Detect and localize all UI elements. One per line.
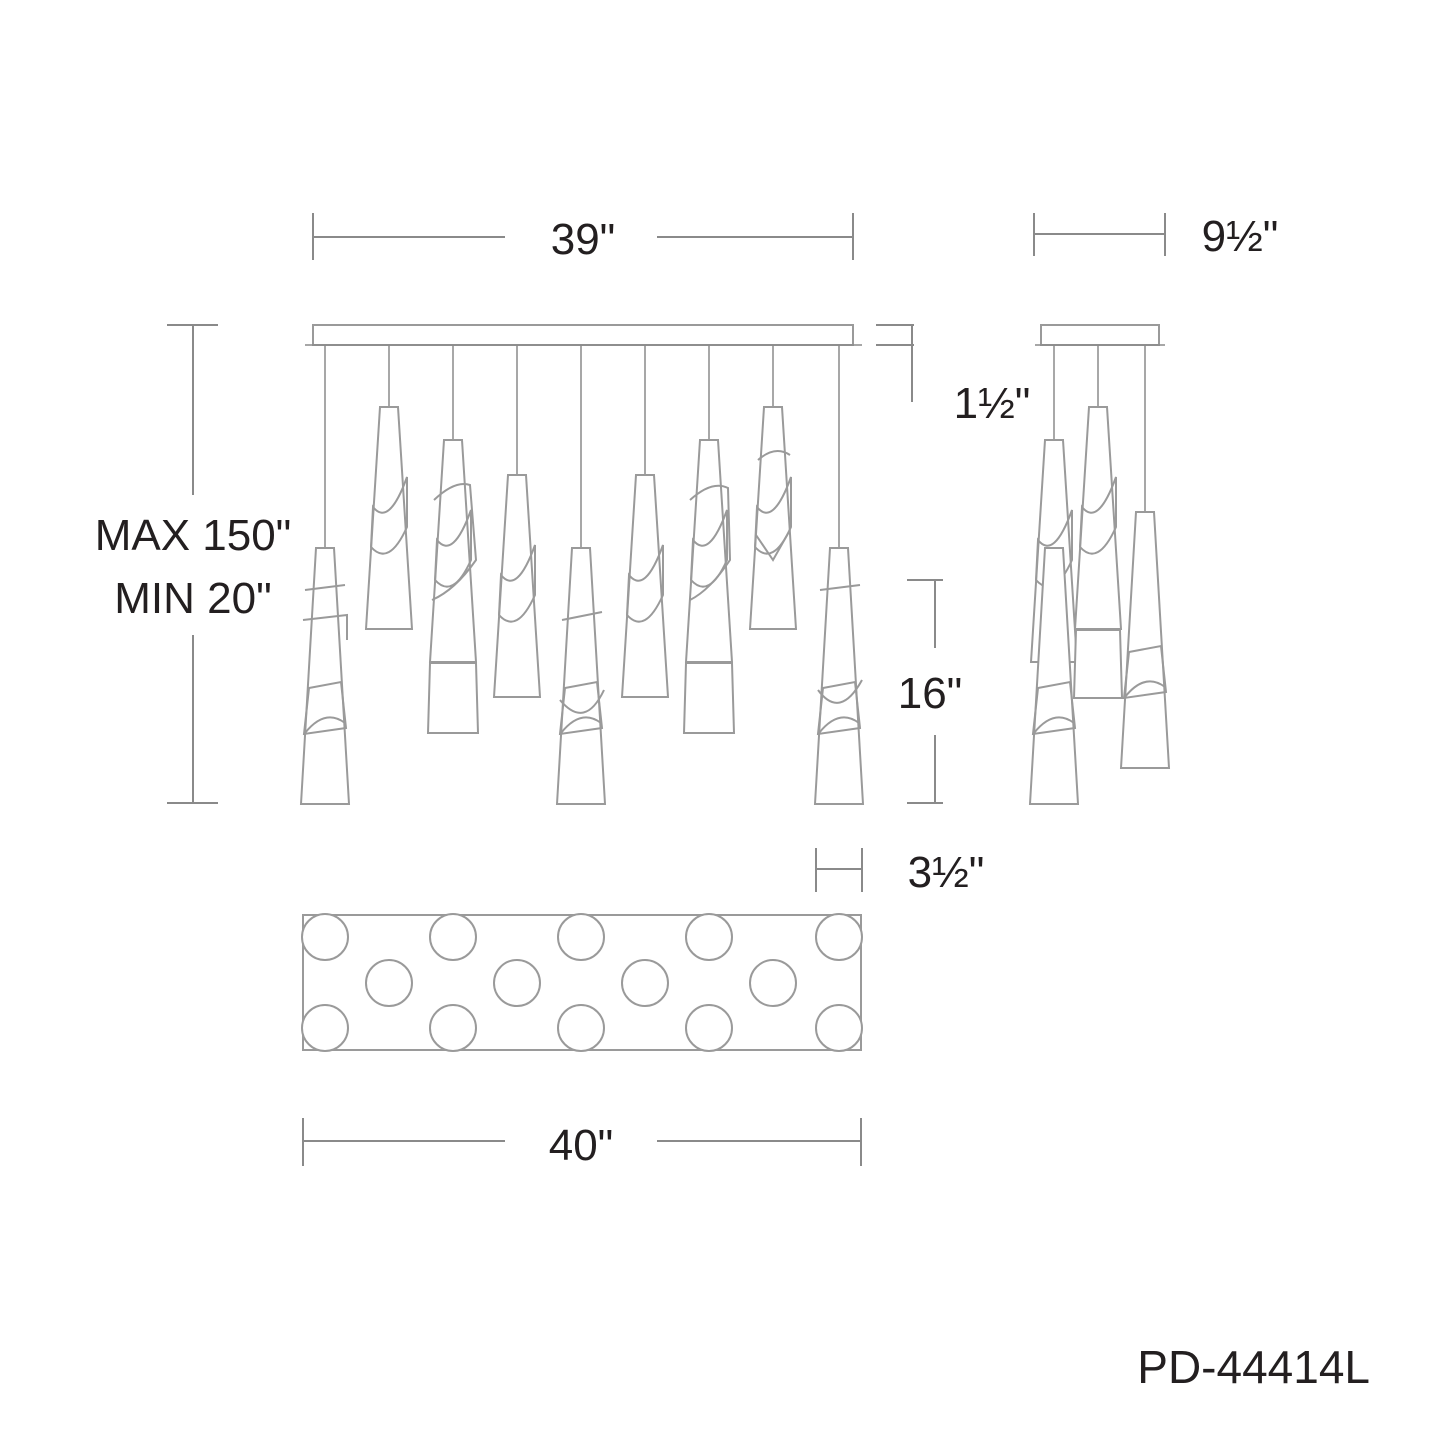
pendant-7 (682, 345, 736, 734)
drop-min-label: MIN 20" (114, 574, 271, 623)
front-width-label: 39" (551, 215, 616, 264)
model-number: PD-44414L (1137, 1341, 1370, 1393)
pendant-6 (621, 345, 669, 698)
side-view (1029, 324, 1170, 805)
top-view-shades (301, 913, 863, 1052)
pendant-2 (365, 345, 413, 630)
side-canopy (1040, 324, 1160, 346)
pendant-3 (426, 345, 480, 734)
pendant-5 (556, 345, 606, 805)
pendant-4 (493, 345, 541, 698)
front-canopy (312, 324, 854, 346)
pendant-8 (749, 345, 797, 630)
front-view (300, 324, 864, 805)
top-view (301, 913, 863, 1052)
dimension-lines (167, 213, 1166, 1166)
shade-length-label: 16" (898, 669, 963, 718)
top-view-width-label: 40" (549, 1121, 614, 1170)
pendant-1 (300, 345, 350, 805)
drop-max-label: MAX 150" (95, 511, 292, 560)
canopy-height-label: 1½" (954, 379, 1031, 428)
pendant-9 (814, 345, 864, 805)
shade-diameter-label: 3½" (908, 848, 985, 897)
side-width-label: 9½" (1202, 212, 1279, 261)
